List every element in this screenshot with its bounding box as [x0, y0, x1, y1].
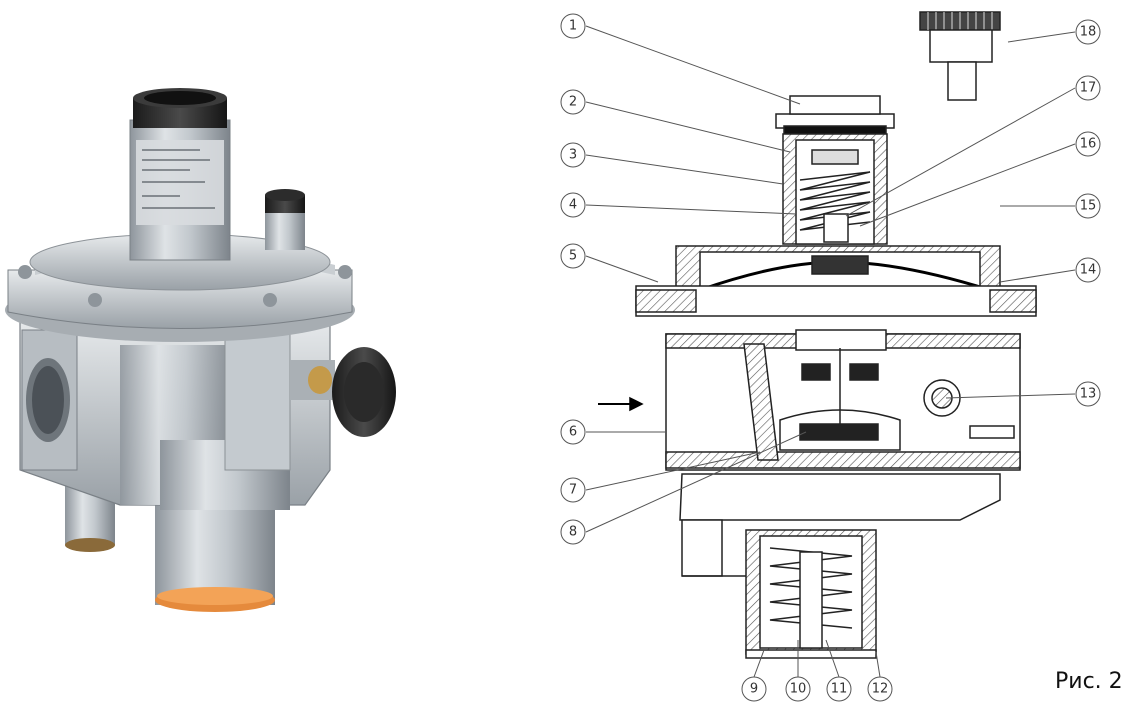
- callout-1: 1: [569, 19, 577, 34]
- callout-13: 13: [1080, 387, 1097, 402]
- callout-4: 4: [569, 198, 577, 213]
- callout-10: 10: [790, 682, 807, 697]
- figure-caption: Рис. 2: [1055, 669, 1123, 694]
- section-drawing: [598, 11, 1037, 659]
- callout-12: 12: [872, 682, 889, 697]
- callout-9: 9: [750, 682, 758, 697]
- callout-15: 15: [1080, 199, 1097, 214]
- callout-5: 5: [569, 249, 577, 264]
- callout-2: 2: [569, 95, 577, 110]
- callout-8: 8: [569, 525, 577, 540]
- callout-labels: [560, 13, 1101, 702]
- callout-11: 11: [831, 682, 848, 697]
- callout-3: 3: [569, 148, 577, 163]
- callout-17: 17: [1080, 81, 1097, 96]
- callout-7: 7: [569, 483, 577, 498]
- callout-14: 14: [1080, 263, 1097, 278]
- callout-6: 6: [569, 425, 577, 440]
- regulator-body: [5, 88, 396, 612]
- callout-18: 18: [1080, 25, 1097, 40]
- callout-16: 16: [1080, 137, 1097, 152]
- regulator-photo: [5, 88, 396, 612]
